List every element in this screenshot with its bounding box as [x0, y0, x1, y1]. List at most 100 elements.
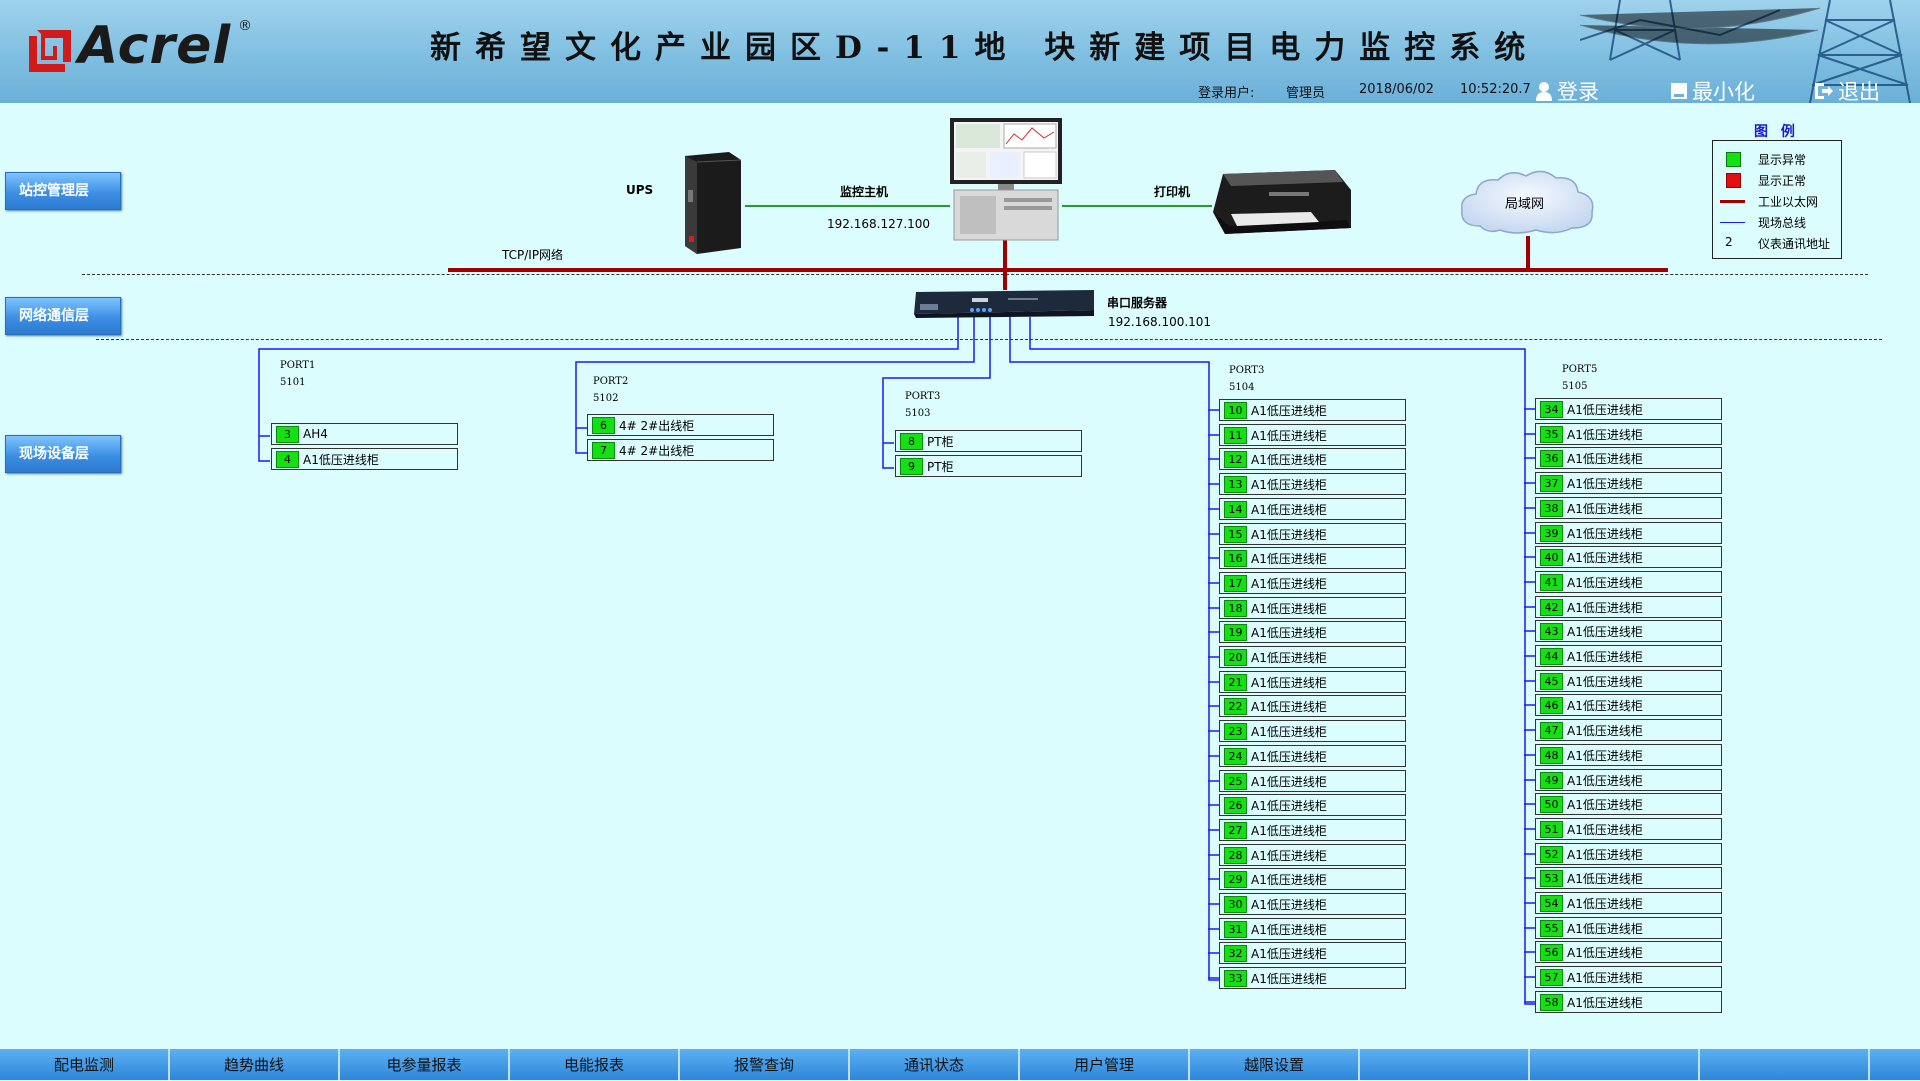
device-address-badge: 42 [1540, 598, 1563, 616]
device-name: A1低压进线柜 [1567, 624, 1643, 639]
minimize-button[interactable]: 最小化 [1670, 76, 1755, 106]
nav-empty-4[interactable] [1870, 1049, 1920, 1080]
legend-fieldbus: 现场总线 [1758, 216, 1807, 230]
lan-cloud-icon[interactable] [1456, 168, 1598, 238]
nav-trend-curve[interactable]: 趋势曲线 [170, 1049, 340, 1080]
serial-server-icon[interactable] [912, 288, 1096, 318]
device-address-badge: 24 [1224, 747, 1247, 765]
device-row[interactable]: 42 A1低压进线柜 [1535, 596, 1722, 618]
device-address-badge: 44 [1540, 647, 1563, 665]
station-layer-button[interactable]: 站控管理层 [5, 172, 121, 210]
device-address-badge: 49 [1540, 771, 1563, 789]
device-name: A1低压进线柜 [1251, 774, 1327, 789]
logout-button[interactable]: 退出 [1814, 76, 1880, 106]
nav-empty-2[interactable] [1530, 1049, 1700, 1080]
login-button[interactable]: 登录 [1535, 76, 1599, 106]
device-address-badge: 31 [1224, 920, 1247, 938]
nav-user-management[interactable]: 用户管理 [1020, 1049, 1190, 1080]
nav-power-monitoring[interactable]: 配电监测 [0, 1049, 170, 1080]
device-name: A1低压进线柜 [1567, 550, 1643, 565]
monitoring-host-icon[interactable] [948, 116, 1064, 242]
field-layer-button[interactable]: 现场设备层 [5, 435, 121, 473]
ups-label: UPS [626, 183, 654, 197]
device-address-badge: 51 [1540, 820, 1563, 838]
printer-icon[interactable] [1211, 168, 1353, 242]
device-address-badge: 58 [1540, 993, 1563, 1011]
network-layer-button[interactable]: 网络通信层 [5, 297, 121, 335]
device-address-badge: 55 [1540, 919, 1563, 937]
page-title: 新希望文化产业园区D-11地 块新建项目电力监控系统 [430, 30, 1540, 66]
device-address-badge: 18 [1224, 599, 1247, 617]
nav-empty-1[interactable] [1360, 1049, 1530, 1080]
nav-energy-report[interactable]: 电能报表 [510, 1049, 680, 1080]
nav-limit-settings[interactable]: 越限设置 [1190, 1049, 1360, 1080]
nav-parameter-report[interactable]: 电参量报表 [340, 1049, 510, 1080]
device-name: A1低压进线柜 [1251, 872, 1327, 887]
nav-empty-3[interactable] [1700, 1049, 1870, 1080]
device-name: A1低压进线柜 [1567, 600, 1643, 615]
device-address-badge: 45 [1540, 672, 1563, 690]
ups-device-icon[interactable] [671, 150, 743, 256]
device-name: A1低压进线柜 [1567, 797, 1643, 812]
device-address-badge: 57 [1540, 968, 1563, 986]
device-address-badge: 30 [1224, 895, 1247, 913]
nav-alarm-query[interactable]: 报警查询 [680, 1049, 850, 1080]
device-name: A1低压进线柜 [1251, 946, 1327, 961]
nav-comm-status[interactable]: 通讯状态 [850, 1049, 1020, 1080]
